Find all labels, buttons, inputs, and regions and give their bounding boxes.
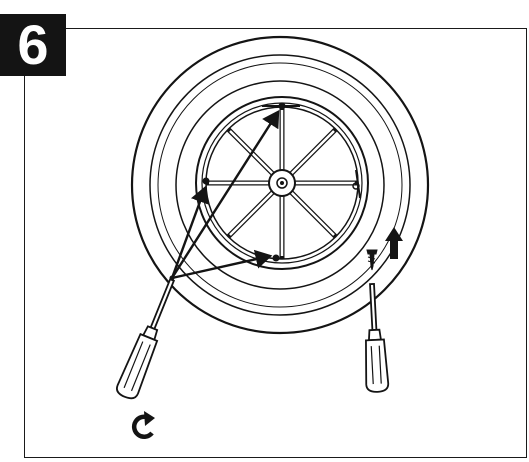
pointer-arrows <box>170 109 280 280</box>
screw-holes <box>202 102 286 262</box>
screwdriver-right <box>365 282 390 393</box>
arrow-up-icon <box>385 227 403 259</box>
screw-icon <box>366 249 378 271</box>
tire-tread-ring <box>149 54 411 316</box>
screwdriver-icon <box>116 278 176 400</box>
screwdriver-icon <box>365 282 390 393</box>
tire-tread-ring-inner <box>157 62 403 308</box>
tire-outer-edge <box>130 35 430 335</box>
rotate-clockwise-icon <box>131 411 155 439</box>
wheel-icon <box>130 35 430 335</box>
screwdriver-left <box>116 278 176 400</box>
tire-sidewall-ring <box>175 80 385 290</box>
step-number-badge: 6 <box>0 14 66 76</box>
instruction-frame <box>24 28 527 458</box>
rim-outer <box>195 96 369 270</box>
